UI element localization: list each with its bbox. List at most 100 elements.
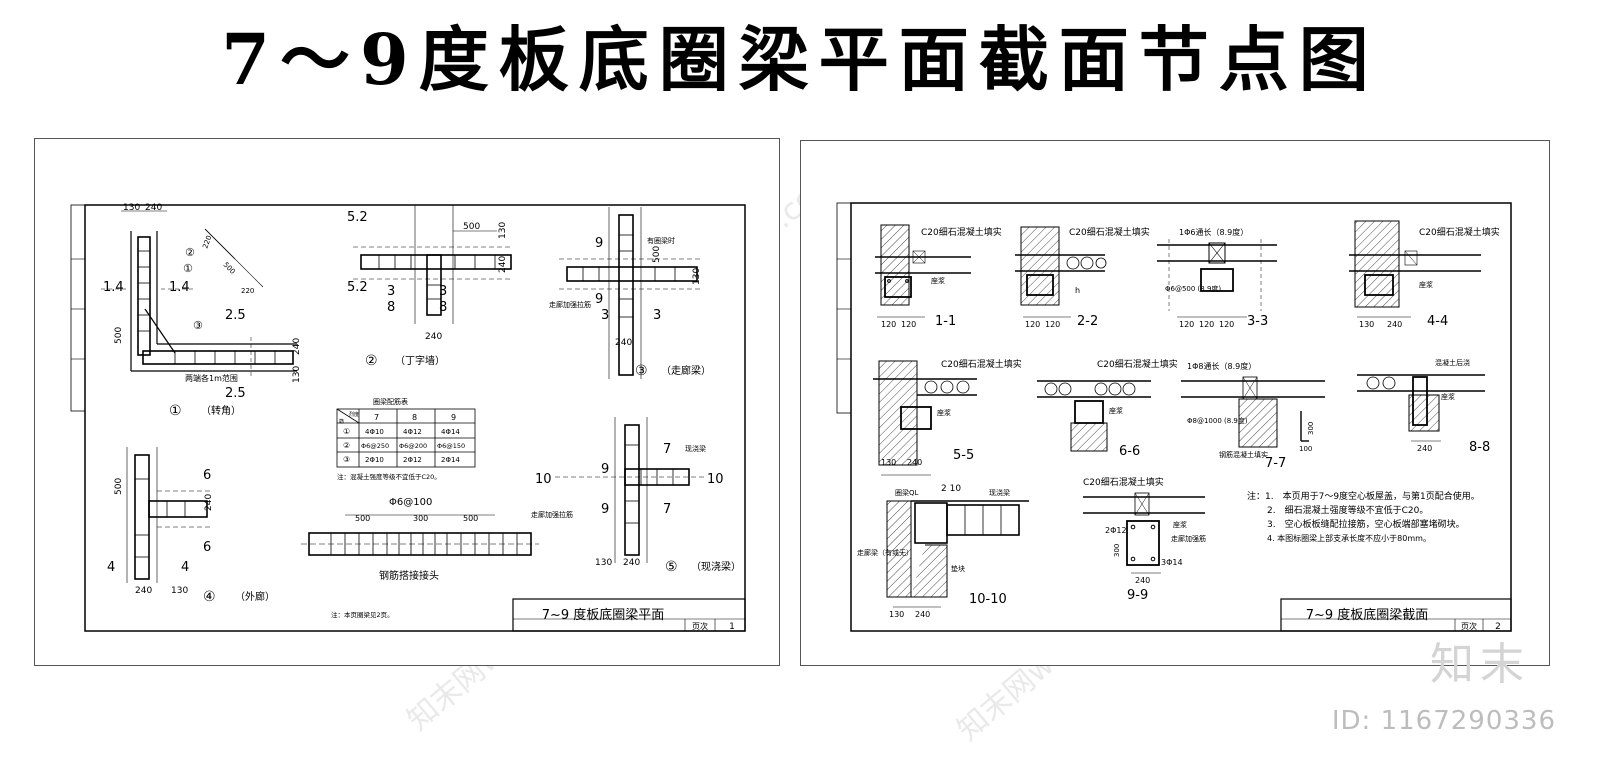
svg-text:220: 220	[201, 234, 213, 249]
detail-2-labels: 500 130 240 240 5.2 5.2 3 8 3 8 ② （丁字墙）	[347, 210, 508, 369]
svg-text:240: 240	[1387, 320, 1402, 329]
svg-text:3: 3	[439, 284, 447, 299]
svg-text:③: ③	[193, 319, 203, 332]
detail-1-corner	[101, 210, 297, 379]
section-9-9	[1083, 492, 1205, 574]
svg-text:500: 500	[463, 222, 480, 232]
svg-text:10: 10	[707, 472, 724, 487]
svg-text:300: 300	[1113, 544, 1121, 557]
svg-text:9: 9	[595, 292, 603, 307]
svg-text:1.4: 1.4	[103, 280, 124, 295]
section-5-5	[873, 360, 977, 476]
svg-text:240: 240	[204, 494, 214, 511]
svg-text:220: 220	[241, 287, 254, 295]
binding-strip	[70, 204, 86, 412]
svg-text:有圈梁时: 有圈梁时	[647, 236, 675, 245]
svg-text:C20细石混凝土填实: C20细石混凝土填实	[1097, 358, 1178, 370]
svg-text:130: 130	[595, 558, 612, 568]
svg-text:6-6: 6-6	[1119, 444, 1140, 459]
svg-text:240: 240	[907, 458, 922, 467]
svg-text:C20细石混凝土填实: C20细石混凝土填实	[1083, 476, 1164, 488]
svg-text:240: 240	[1417, 444, 1432, 453]
svg-text:1.4: 1.4	[169, 280, 190, 295]
detail-4-outer-corridor	[126, 447, 211, 583]
svg-text:（转角）: （转角）	[201, 404, 241, 417]
note-2: 2. 细石混凝土强度等级不宜低于C20。	[1267, 504, 1428, 516]
svg-text:130: 130	[292, 366, 302, 383]
svg-text:2Φ12: 2Φ12	[403, 456, 422, 464]
rebar-table	[336, 408, 476, 468]
svg-text:9: 9	[601, 462, 609, 477]
svg-text:3-3: 3-3	[1247, 314, 1268, 329]
svg-text:座浆: 座浆	[931, 276, 945, 285]
section-4-4-labels: C20细石混凝土填实 座浆 130 240 4-4	[1359, 226, 1500, 329]
splice-detail	[301, 514, 539, 556]
svg-text:4Φ10: 4Φ10	[365, 428, 384, 436]
svg-text:座浆: 座浆	[937, 408, 951, 417]
svg-text:7: 7	[663, 502, 671, 517]
note-4: 4. 本图标圈梁上部支承长度不应小于80mm。	[1267, 533, 1431, 543]
svg-text:③: ③	[635, 363, 648, 379]
svg-text:5.2: 5.2	[347, 280, 368, 295]
svg-text:钢筋搭接接头: 钢筋搭接接头	[379, 569, 439, 582]
sheet-1-drawing: 7~9 度板底圈梁平面 页次 1	[70, 203, 746, 632]
svg-text:现浇梁: 现浇梁	[989, 488, 1010, 497]
svg-text:①: ①	[169, 403, 182, 419]
svg-text:1Φ8通长（8.9度）: 1Φ8通长（8.9度）	[1187, 361, 1256, 371]
svg-text:Φ8@1000 (8.9度): Φ8@1000 (8.9度)	[1187, 416, 1248, 425]
svg-text:2.5: 2.5	[225, 386, 246, 401]
binding-strip	[836, 202, 852, 414]
svg-text:2-2: 2-2	[1077, 314, 1098, 329]
svg-text:130: 130	[123, 203, 140, 213]
svg-text:（走廊梁）: （走廊梁）	[661, 364, 711, 377]
svg-text:Φ6@250: Φ6@250	[361, 442, 389, 450]
svg-text:4Φ12: 4Φ12	[403, 428, 422, 436]
svg-text:（现浇梁）: （现浇梁）	[691, 560, 741, 573]
sheet-1-frame: 7~9 度板底圈梁平面 页次 1	[34, 138, 780, 666]
svg-text:走廊加强拉筋: 走廊加强拉筋	[531, 510, 573, 519]
section-8-8-labels: 混凝土后浇 座浆 240 8-8	[1417, 358, 1490, 455]
svg-text:⑤: ⑤	[665, 559, 678, 575]
general-notes: 注：1. 本页用于7～9度空心板屋盖，与第1页配合使用。 2. 细石混凝土强度等…	[1247, 490, 1480, 543]
svg-text:C20细石混凝土填实: C20细石混凝土填实	[1419, 226, 1500, 238]
svg-text:240: 240	[292, 338, 302, 355]
svg-text:8: 8	[412, 413, 417, 422]
svg-text:120: 120	[881, 320, 896, 329]
svg-text:9: 9	[595, 236, 603, 251]
title-block-1-page-no: 1	[729, 622, 735, 632]
svg-text:120: 120	[1199, 320, 1214, 329]
svg-text:240: 240	[498, 256, 508, 273]
section-7-7-labels: 1Φ8通长（8.9度） Φ8@1000 (8.9度) 300 100 钢筋混凝土…	[1187, 361, 1315, 471]
section-9-9-labels: C20细石混凝土填实 座浆 2Φ12 3Φ14 走廊加强筋 300 240 9-…	[1083, 476, 1206, 603]
svg-text:120: 120	[1045, 320, 1060, 329]
section-1-1	[875, 224, 971, 318]
svg-text:500: 500	[355, 514, 370, 523]
svg-text:走廊加强筋: 走廊加强筋	[1171, 534, 1206, 543]
svg-text:240: 240	[623, 558, 640, 568]
sheet-2-border	[850, 202, 1512, 632]
svg-text:120: 120	[901, 320, 916, 329]
section-10-10-labels: 圈梁QL 2 10 现浇梁 走廊梁（有或无） 垫块 130 240 10-10	[857, 484, 1010, 619]
svg-text:2 10: 2 10	[941, 484, 961, 494]
svg-text:Φ6@150: Φ6@150	[437, 442, 465, 450]
section-1-1-labels: C20细石混凝土填实 座浆 120 120 1-1	[881, 226, 1002, 329]
detail-1-labels: 130 240 500 240 130 两端各1m范围 1.4 1.4 2.5 …	[103, 203, 302, 419]
svg-text:（外廊）: （外廊）	[235, 590, 275, 603]
svg-text:C20细石混凝土填实: C20细石混凝土填实	[941, 358, 1022, 370]
svg-text:注：本页圈梁见2页。: 注：本页圈梁见2页。	[331, 610, 394, 619]
svg-text:Φ6@500 (8.9度): Φ6@500 (8.9度)	[1165, 284, 1221, 293]
svg-text:座浆: 座浆	[1441, 392, 1455, 401]
detail-5-labels: 7 7 9 9 10 10 现浇梁 走廊加强拉筋 130 240 ⑤ （现浇梁）	[531, 442, 741, 575]
svg-text:注：混凝土强度等级不宜低于C20。: 注：混凝土强度等级不宜低于C20。	[337, 472, 441, 481]
svg-text:130: 130	[1359, 320, 1374, 329]
image-id-text: ID: 1167290336	[1331, 706, 1556, 736]
svg-text:h: h	[1075, 286, 1080, 295]
svg-text:500: 500	[114, 478, 124, 495]
svg-text:④: ④	[203, 589, 216, 605]
svg-text:8: 8	[439, 300, 447, 315]
section-4-4	[1349, 220, 1481, 318]
svg-text:C20细石混凝土填实: C20细石混凝土填实	[921, 226, 1002, 238]
svg-text:圈梁配筋表: 圈梁配筋表	[373, 397, 408, 406]
svg-text:③: ③	[343, 455, 350, 464]
svg-text:500: 500	[652, 246, 662, 263]
